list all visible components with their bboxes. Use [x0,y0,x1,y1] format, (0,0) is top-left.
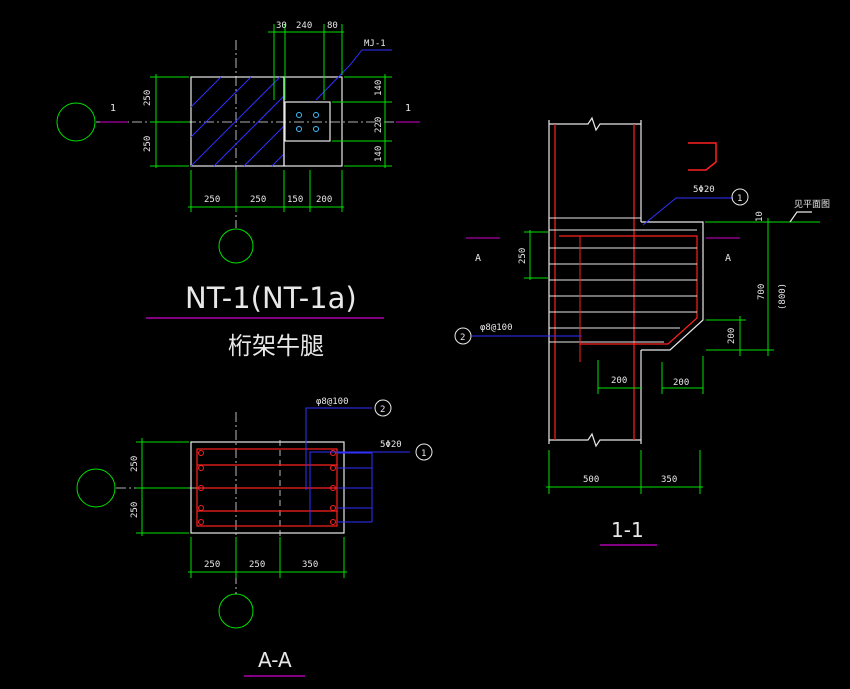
height-dimension-11 [706,218,774,356]
small-dim-2-11: 200 [673,378,689,388]
section-11-title: 1-1 [611,518,644,542]
embedded-plate [284,101,331,142]
bottom-dim-3: 150 [287,195,303,205]
top-dimension-lines [268,24,344,100]
plate-leader [315,49,392,101]
section-11-view: 5Φ20 1 见平面图 10 A A 250 2 φ8@100 [454,116,830,546]
aa-axis-bubble-bottom [218,593,254,629]
section-mark-left: 1 [110,103,116,114]
aa-bottom-dim-3: 350 [302,560,318,570]
bottom-dimension-lines [188,170,344,212]
stirrup-label-11: φ8@100 [480,323,513,333]
bar-leader-11 [642,197,733,226]
right-dim-3: 140 [374,146,384,162]
left-dim-2: 250 [143,136,153,152]
aa-title: A-A [258,648,292,672]
top-dim-3: 80 [327,21,338,31]
section-aa-view: φ8@100 2 5Φ20 1 250 250 250 250 350 A-A [76,397,433,677]
bottom-dim-1-11: 500 [583,475,599,485]
aa-left-dim-2: 250 [130,502,140,518]
aa-inner-ties [197,464,337,512]
bar-label-11: 5Φ20 [693,185,715,195]
bottom-dim-1: 250 [204,195,220,205]
column-hatch [190,76,285,167]
bottom-dim-4: 200 [316,195,332,205]
top-dim-2: 240 [296,21,312,31]
section-mark-right: 1 [405,103,411,114]
anchor-bolts [296,112,319,132]
aa-bottom-dim-2: 250 [249,560,265,570]
small-dim-1-11: 200 [611,376,627,386]
bottom-dim-2-11: 350 [661,475,677,485]
aa-bottom-dimension-lines [188,537,347,578]
height-alt-11: (800) [778,283,788,310]
plan-subtitle: 桁架牛腿 [228,332,324,360]
aa-rebars [198,450,336,525]
left-dimension-11 [524,230,548,280]
bar-marker-11 [731,188,749,206]
corbel-main-bar [559,235,698,345]
level-label: 见平面图 [794,199,830,210]
column-edges [548,116,642,448]
plate-label: MJ-1 [364,39,386,49]
aa-left-dim-1: 250 [130,456,140,472]
left-dim-11: 250 [518,248,528,264]
column-rebars [554,124,635,440]
level-dim: 10 [755,211,765,222]
aa-leaders [305,407,410,525]
right-dim-1: 140 [374,80,384,96]
section-a-right: A [725,253,731,264]
aa-stirrup-marker [374,399,392,417]
aa-bar-marker [415,443,433,461]
stirrup-no-11: 2 [460,333,465,343]
level-triangle [789,211,812,223]
aa-bar-no: 1 [421,449,426,459]
chamfer-dim-11: 200 [727,328,737,344]
aa-bar-label: 5Φ20 [380,440,402,450]
plan-title: NT-1(NT-1a) [185,281,357,315]
height-dim-11: 700 [757,284,767,300]
axis-bubble-bottom [218,228,254,264]
left-dim-1: 250 [143,90,153,106]
plan-view: 1 1 MJ-1 30 240 80 250 250 [56,21,420,360]
aa-axis-bubble-left [76,468,116,508]
right-dimension-lines [332,74,392,168]
stirrup-marker-11 [454,327,472,345]
right-dim-2: 220 [374,117,384,133]
bar-no-11: 1 [737,194,742,204]
aa-stirrup-no: 2 [380,405,385,415]
bottom-dimension-11 [546,450,703,494]
left-dimension-lines [150,74,189,168]
corbel-outline-11 [641,221,704,351]
top-dim-1: 30 [276,21,287,31]
aa-stirrup-label: φ8@100 [316,397,349,407]
small-bottom-dims-11 [597,356,704,394]
aa-bottom-dim-1: 250 [204,560,220,570]
section-a-left: A [475,253,481,264]
hook-detail [688,142,717,171]
axis-bubble-left [56,102,96,142]
corbel-outline [283,76,343,167]
corbel-stirrups [549,217,697,343]
aa-left-dimension-lines [136,438,189,536]
bottom-dim-2: 250 [250,195,266,205]
